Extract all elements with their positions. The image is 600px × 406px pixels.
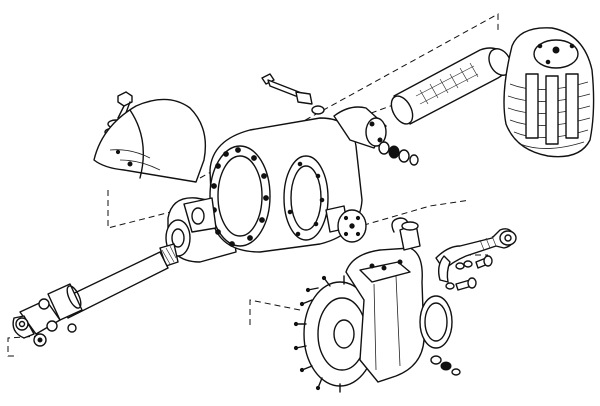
drum-bolt-3 [545, 59, 551, 65]
oil-seal-inner [424, 302, 448, 342]
flange-hole-4 [355, 231, 361, 237]
guard-hole-1 [127, 161, 133, 167]
guard-hole-2 [115, 149, 121, 155]
hub-studs [293, 275, 345, 393]
right-tube-bolt-2 [377, 137, 383, 143]
nut-2 [388, 145, 400, 159]
drum-bolt-2 [569, 43, 575, 49]
arm-washer-2 [463, 260, 473, 268]
ujoint-cup-1 [15, 317, 29, 331]
ujoint-cup-3 [46, 320, 58, 332]
splined-axle-shaft [390, 47, 512, 125]
swivel-hub-assembly [293, 221, 461, 393]
guide-line-shaft-end [7, 335, 41, 357]
arm-bolt-head-1 [483, 255, 493, 267]
shaft-yoke-sleeve [47, 283, 83, 321]
swivel-top-bolt-2 [397, 259, 403, 265]
boss-hole [191, 207, 205, 225]
bolt-head [117, 91, 133, 107]
rear-cover-bolts [287, 161, 325, 237]
pinion-stud [261, 73, 325, 115]
flange-hole-3 [343, 231, 349, 237]
brake-drum-assembly [503, 27, 595, 158]
swivel-top-bolt-1 [381, 265, 387, 271]
steering-arm-foot [437, 255, 451, 283]
arm-bolt-head-2 [467, 277, 477, 289]
arm-washer-3 [445, 282, 455, 290]
stud-collar [295, 91, 313, 105]
axle-guard [93, 98, 207, 183]
ujoint-cup-1-center [18, 320, 26, 328]
flange-center [349, 223, 355, 229]
drum-bolt-1 [537, 43, 543, 49]
guard-contour [109, 149, 161, 171]
hub-center [333, 319, 355, 349]
flange-hole-1 [343, 215, 349, 221]
axle-shaft-end [390, 95, 414, 125]
hub-nut-2 [440, 361, 452, 371]
axle-splines [415, 62, 479, 105]
ujoint-cup-4-center [37, 337, 43, 343]
drum-pistons [525, 73, 579, 145]
swivel-edges [373, 275, 401, 371]
swivel-top-bolt-3 [369, 263, 375, 269]
steering-arm-knurl [479, 235, 497, 251]
guard-body [93, 98, 207, 183]
propeller-shaft [47, 243, 179, 321]
steering-arm [435, 228, 517, 283]
left-tube-bore [171, 228, 185, 248]
universal-joint [12, 298, 77, 347]
steering-arm-bolts [445, 255, 493, 291]
guard-rib [129, 109, 145, 179]
right-tube-bolt-1 [369, 121, 375, 127]
guide-line-hub-lower [249, 299, 301, 326]
mounting-boss [183, 197, 217, 233]
steering-arm-eye-hole [504, 234, 512, 242]
differential-housing [165, 106, 387, 263]
hub-nut-1 [430, 355, 442, 365]
arm-washer-1 [455, 262, 465, 270]
drum-top-plate [533, 39, 579, 69]
pinion-fasteners [378, 141, 419, 166]
steering-arm-eye [499, 230, 517, 246]
ujoint-grease-nipple [67, 323, 77, 333]
cover-bolts [211, 147, 269, 247]
nut-1 [378, 141, 390, 155]
swivel-top-face [359, 261, 411, 283]
cover-face [217, 155, 263, 237]
shaft-splines [161, 245, 177, 265]
cover-flange [209, 145, 271, 247]
drum-center-hole [552, 46, 560, 54]
ujoint-cup-2 [38, 298, 50, 310]
hub-washer [451, 368, 461, 376]
guide-line-axle [351, 103, 397, 121]
guide-line-left [107, 190, 199, 229]
flange-hole-2 [355, 215, 361, 221]
kingpin-top [401, 221, 419, 231]
sleeve-ring [66, 285, 82, 309]
washer-3 [409, 154, 419, 166]
swivel-housing [345, 247, 425, 383]
stud-o-ring [311, 105, 325, 115]
nut-3 [398, 149, 410, 163]
